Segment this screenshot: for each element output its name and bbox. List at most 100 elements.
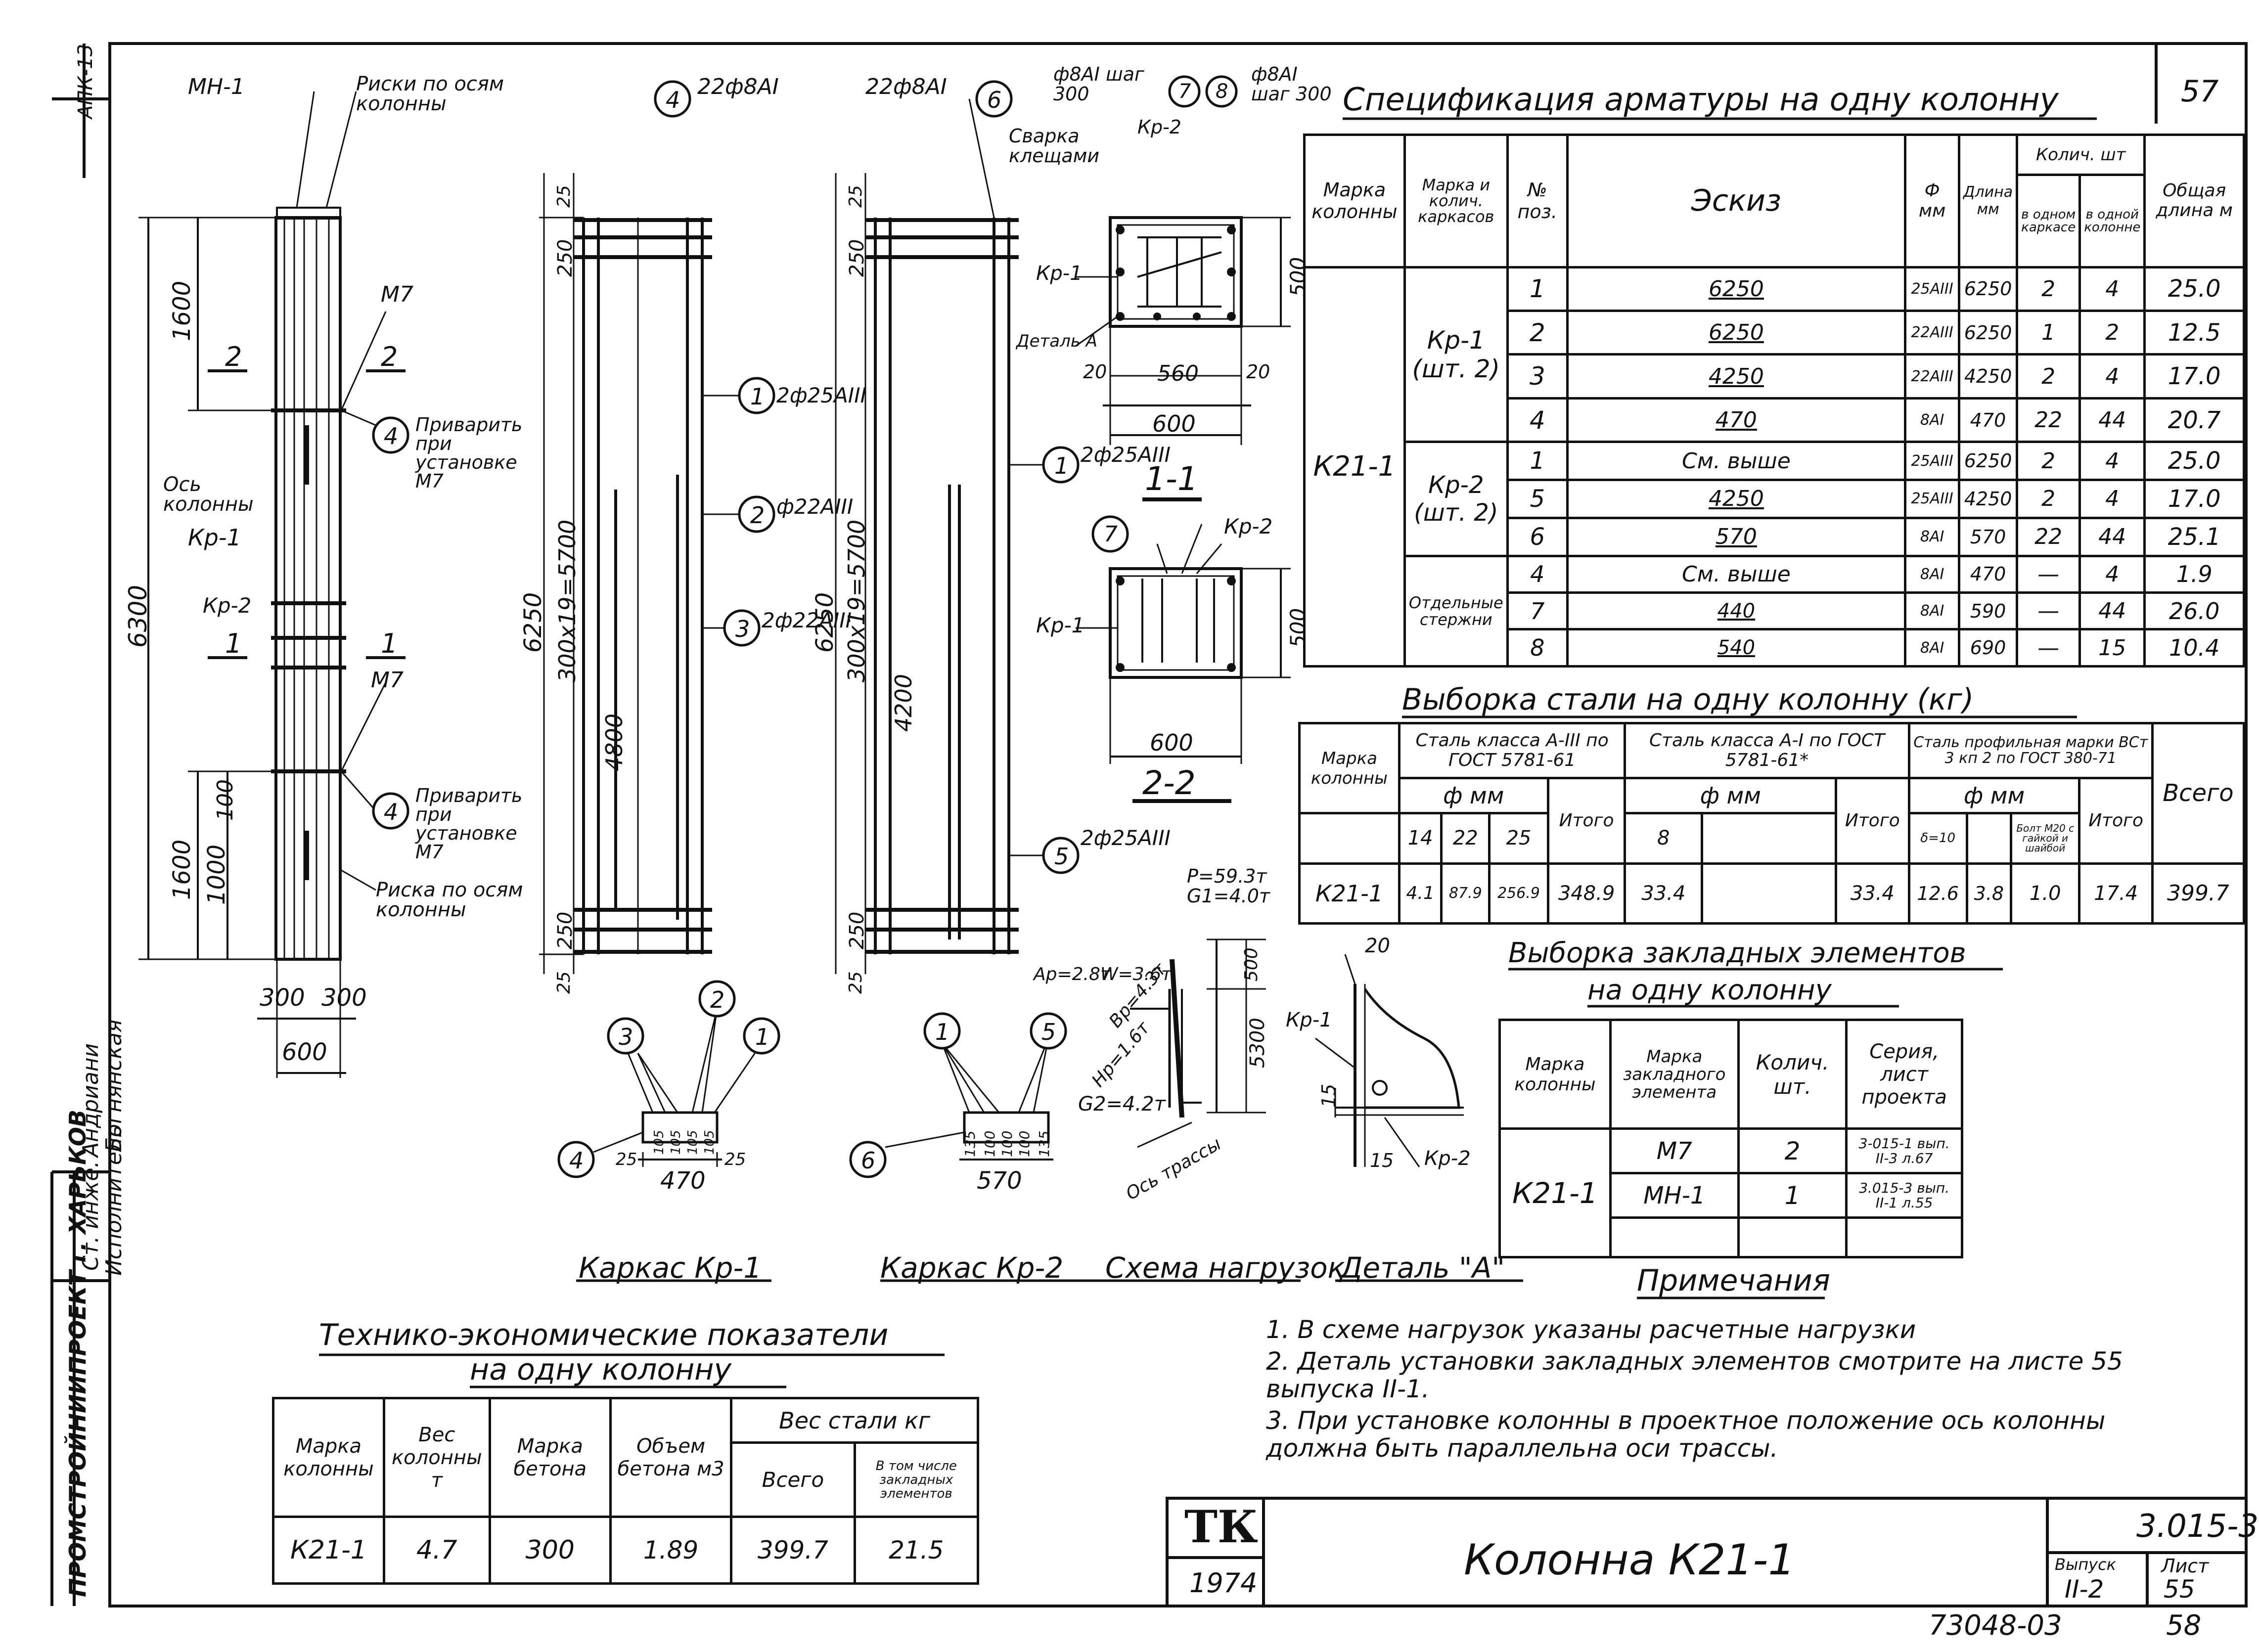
spec-len: 570 <box>1958 516 2019 557</box>
kr2-callout-5-num: 5 <box>1054 843 1069 870</box>
spec-len: 6250 <box>1958 266 2019 312</box>
detail-dim-15-left: 15 <box>1318 1083 1340 1108</box>
kr1-callout-3-text: 2ф22АIII <box>762 608 852 632</box>
spec-q1: 22 <box>2016 516 2081 557</box>
spec-h-len: Длина мм <box>1958 134 2019 268</box>
load-dim-5300: 5300 <box>1246 1018 1269 1068</box>
steel-a3-25: 256.9 <box>1488 862 1549 925</box>
spec-pos: 3 <box>1506 353 1569 400</box>
spec-dia: 8АI <box>1904 591 1961 631</box>
stirrup-7-label: ф8АI шаг 300 <box>1053 63 1144 105</box>
embedded-h-mark: Марка колонны <box>1498 1019 1612 1130</box>
spec-q2: 44 <box>2078 591 2146 631</box>
spec-sketch: 540 <box>1566 628 1907 668</box>
spec-q1: — <box>2016 591 2081 631</box>
spec-dia: 8АI <box>1904 628 1961 668</box>
sec11-dim-20-left: 20 <box>1083 361 1107 383</box>
spec-dia: 25АIII <box>1904 478 1961 519</box>
tep-volume: 1.89 <box>609 1516 733 1585</box>
steel-d-14: 14 <box>1398 812 1443 865</box>
sec22-kr2-label: Кр-2 <box>1224 514 1273 538</box>
kr2-sec-inner-5: 135 <box>1036 1130 1052 1157</box>
steel-d-8: 8 <box>1624 812 1704 865</box>
spec-q2: 44 <box>2078 397 2146 444</box>
spec-q1: — <box>2016 628 2081 668</box>
title-block-issue-label: Выпуск <box>2055 1555 2116 1574</box>
detail-dim-20: 20 <box>1365 935 1390 957</box>
embedded-column: К21-1 <box>1498 1127 1612 1258</box>
spec-sketch: 6250 <box>1566 266 1907 312</box>
tep-title-2: на одну колонну <box>470 1352 732 1387</box>
spec-q2: 44 <box>2078 516 2146 557</box>
stirrup-7-num: 7 <box>1178 80 1191 103</box>
label-axis-marks-bottom: Риска по осям колонны <box>376 879 523 921</box>
steel-a1-total: 33.4 <box>1835 862 1910 925</box>
label-mn1: МН-1 <box>188 74 245 99</box>
tep-weight: 4.7 <box>382 1516 491 1585</box>
spec-sketch: 470 <box>1566 397 1907 444</box>
steel-h-a3: Сталь класса А-III по ГОСТ 5781-61 <box>1398 721 1626 780</box>
spec-len: 470 <box>1958 554 2019 594</box>
spec-len: 4250 <box>1958 478 2019 519</box>
steel-d-prof-2 <box>1965 812 2013 865</box>
steel-row-mark: К21-1 <box>1298 862 1401 925</box>
spec-sketch: 4250 <box>1566 478 1907 519</box>
steel-h-dia-a1: ф мм <box>1624 777 1838 815</box>
steel-a1-empty <box>1701 862 1838 925</box>
spec-q2: 4 <box>2078 478 2146 519</box>
spec-total: 17.0 <box>2143 478 2245 519</box>
kr2-callout-1-num: 1 <box>1054 452 1069 479</box>
spec-len: 470 <box>1958 397 2019 444</box>
title-block-year: 1974 <box>1189 1567 1258 1599</box>
spec-q1: 2 <box>2016 441 2081 481</box>
spec-sketch: 4250 <box>1566 353 1907 400</box>
detail-dim-15-bottom: 15 <box>1370 1150 1394 1171</box>
spec-total: 17.0 <box>2143 353 2245 400</box>
spec-group-1: Кр-1 (шт. 2) <box>1403 266 1509 444</box>
spec-q1: 2 <box>2016 353 2081 400</box>
dim-1000: 1000 <box>203 844 230 905</box>
tep-concrete: 300 <box>488 1516 612 1585</box>
sec22-callout-7: 7 <box>1104 522 1118 547</box>
spec-group-2: Кр-2 (шт. 2) <box>1403 441 1509 557</box>
spec-sketch: См. выше <box>1566 554 1907 594</box>
spec-h-sketch: Эскиз <box>1566 134 1907 268</box>
notes-title: Примечания <box>1637 1263 1830 1298</box>
spec-q1: 1 <box>2016 309 2081 356</box>
spec-column-mark: К21-1 <box>1303 266 1406 668</box>
steel-d-d10: δ=10 <box>1907 812 1968 865</box>
kr1-sec-edge-right: 25 <box>724 1150 746 1169</box>
kr1-callout-2-num: 2 <box>750 502 765 529</box>
kr1-callout-3-num: 3 <box>735 616 750 642</box>
steel-d-25: 25 <box>1488 812 1549 865</box>
note-1: 1. В схеме нагрузок указаны расчетные на… <box>1266 1315 1916 1344</box>
kr1-sec-inner-4: 105 <box>702 1130 717 1155</box>
tep-mark: К21-1 <box>272 1516 385 1585</box>
steel-h-dia-a3: ф мм <box>1398 777 1549 815</box>
kr1-callout-1-num: 1 <box>750 383 765 410</box>
steel-d-a1-empty <box>1701 812 1838 865</box>
spec-dia: 8АI <box>1904 397 1961 444</box>
spec-sketch: 570 <box>1566 516 1907 557</box>
spec-total: 10.4 <box>2143 628 2245 668</box>
kr1-dim-25-bottom: 25 <box>554 971 574 994</box>
kr2-dim-6250: 6250 <box>811 592 839 653</box>
spec-group-3: Отдельные стержни <box>1403 554 1509 668</box>
embedded-qty-mn1: 1 <box>1737 1172 1848 1219</box>
kr2-sec-inner-2: 100 <box>982 1130 998 1157</box>
embedded-empty-1 <box>1609 1216 1740 1258</box>
dim-6300: 6300 <box>124 584 152 648</box>
archive-number: 73048-03 <box>1929 1609 2062 1642</box>
steel-prof-2: 3.8 <box>1965 862 2013 925</box>
embedded-title-1: Выборка закладных элементов <box>1508 937 1966 969</box>
tep-h-concrete: Марка бетона <box>488 1397 612 1518</box>
detail-kr1-label: Кр-1 <box>1286 1009 1332 1031</box>
kr1-dim-250-bottom: 250 <box>554 911 577 949</box>
label-weld-m7-top: Приварить при установке М7 <box>415 414 523 492</box>
steel-grand-total: 399.7 <box>2151 862 2246 925</box>
spec-h-q1: в одном каркасе <box>2016 174 2081 268</box>
spec-pos: 5 <box>1506 478 1569 519</box>
kr2-dim-25-bottom: 25 <box>846 971 866 994</box>
spec-total: 1.9 <box>2143 554 2245 594</box>
kr2-callout-1-text: 2ф25АIII <box>1081 443 1171 467</box>
